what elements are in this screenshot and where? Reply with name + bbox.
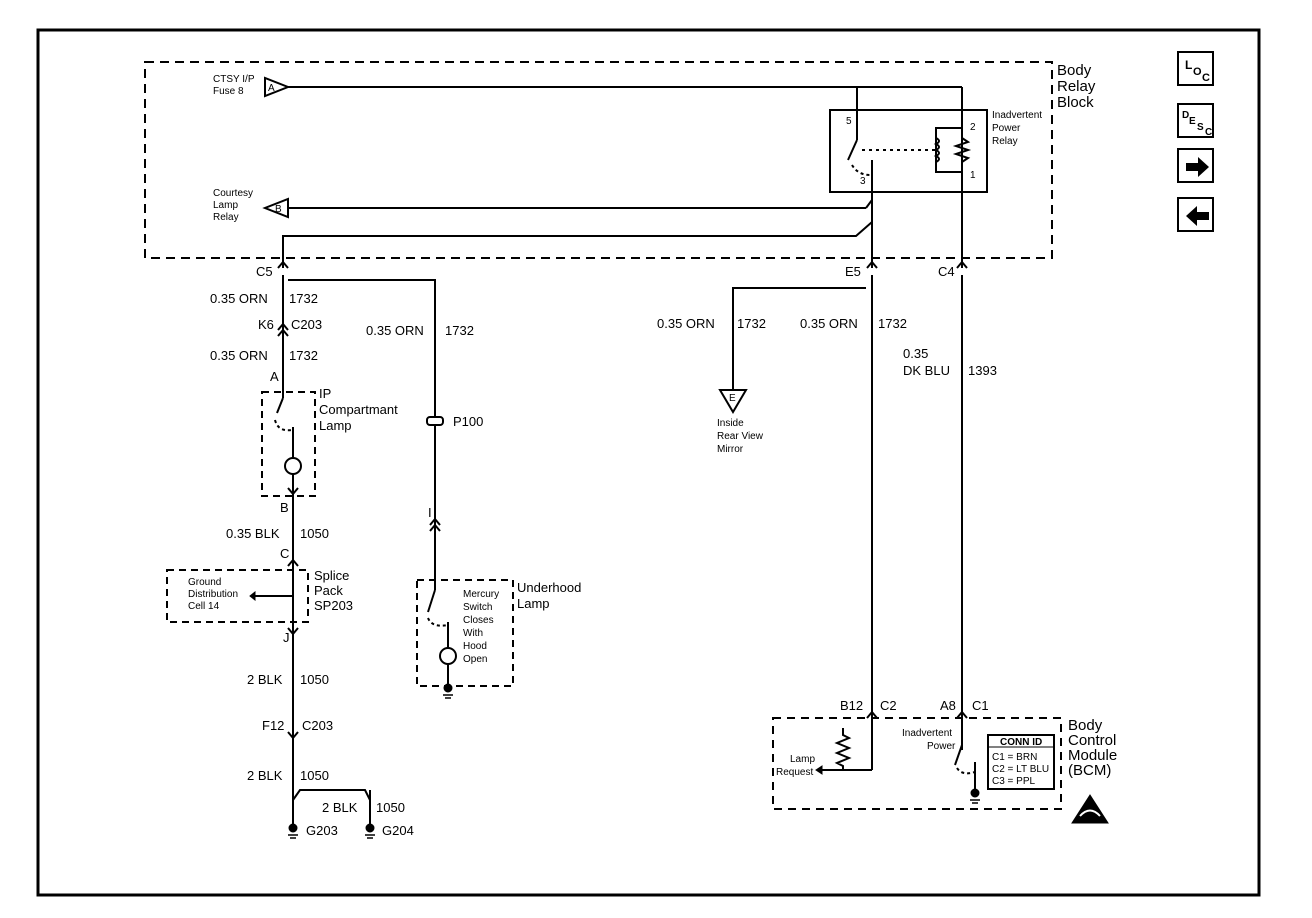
connector-a8: A8 bbox=[940, 698, 956, 713]
connector-c: C bbox=[280, 546, 289, 561]
p100-label: P100 bbox=[453, 414, 483, 429]
connector-e5: E5 bbox=[845, 264, 861, 279]
fuse-connector-label: A bbox=[268, 83, 275, 94]
desc-letter-s: S bbox=[1197, 122, 1204, 133]
body-relay-block-box bbox=[144, 61, 1053, 259]
splice-pack-box bbox=[166, 569, 309, 623]
courtesy-relay-connector-symbol bbox=[262, 197, 289, 219]
wire-10-number: 1050 bbox=[376, 800, 405, 815]
connector-j: J bbox=[283, 630, 290, 645]
inadvertent-relay-box bbox=[829, 109, 988, 193]
conn-id-row-3: C3 = PPL bbox=[992, 776, 1036, 787]
wire-5-gauge: 0.35 ORN bbox=[800, 316, 858, 331]
desc-letter-e: E bbox=[1189, 116, 1196, 127]
mirror-connector-symbol bbox=[718, 389, 748, 414]
connector-i: I bbox=[428, 505, 432, 520]
connector-c203-top: C203 bbox=[291, 317, 322, 332]
wire-8-gauge: 2 BLK bbox=[247, 672, 283, 687]
description-button[interactable]: D E S C bbox=[1177, 103, 1214, 138]
wire-2-number: 1732 bbox=[289, 348, 318, 363]
relay-pin-3: 3 bbox=[860, 176, 866, 187]
wire-1-number: 1732 bbox=[289, 291, 318, 306]
connector-a: A bbox=[270, 369, 279, 384]
ip-lamp-box bbox=[261, 391, 316, 497]
p100-symbol bbox=[426, 416, 444, 426]
connector-c5: C5 bbox=[256, 264, 273, 279]
connector-k6: K6 bbox=[258, 317, 274, 332]
diagram-frame bbox=[36, 28, 1261, 897]
loc-letter-c: C bbox=[1202, 72, 1210, 84]
loc-letter-l: L bbox=[1185, 58, 1192, 72]
wire-9-gauge: 2 BLK bbox=[247, 768, 283, 783]
arrow-left-icon bbox=[1186, 206, 1209, 226]
conn-id-row-2: C2 = LT BLU bbox=[992, 764, 1049, 775]
location-button[interactable]: L O C bbox=[1177, 51, 1214, 86]
connector-b: B bbox=[280, 500, 289, 515]
wire-5-number: 1732 bbox=[878, 316, 907, 331]
wire-10-gauge: 2 BLK bbox=[322, 800, 358, 815]
bcm-box bbox=[772, 717, 1062, 810]
wire-8-number: 1050 bbox=[300, 672, 329, 687]
ground-g204: G204 bbox=[382, 823, 414, 838]
next-page-button[interactable] bbox=[1177, 148, 1214, 183]
loc-letter-o: O bbox=[1193, 66, 1202, 78]
wire-1-gauge: 0.35 ORN bbox=[210, 291, 268, 306]
wire-4-number: 1732 bbox=[737, 316, 766, 331]
wire-4-gauge: 0.35 ORN bbox=[657, 316, 715, 331]
wire-2-gauge: 0.35 ORN bbox=[210, 348, 268, 363]
mirror-connector-label: E bbox=[729, 393, 736, 404]
conn-id-box bbox=[987, 734, 1055, 790]
wire-7-gauge: 0.35 BLK bbox=[226, 526, 280, 541]
connector-c203-bottom: C203 bbox=[302, 718, 333, 733]
connector-b12: B12 bbox=[840, 698, 863, 713]
wire-7-number: 1050 bbox=[300, 526, 329, 541]
desc-letter-c: C bbox=[1205, 127, 1212, 138]
previous-page-button[interactable] bbox=[1177, 197, 1214, 232]
arrow-right-icon bbox=[1186, 157, 1209, 177]
wire-3-number: 1732 bbox=[445, 323, 474, 338]
connector-f12: F12 bbox=[262, 718, 284, 733]
relay-pin-2: 2 bbox=[970, 122, 976, 133]
connector-c1: C1 bbox=[972, 698, 989, 713]
ground-g203: G203 bbox=[306, 823, 338, 838]
connector-c4: C4 bbox=[938, 264, 955, 279]
underhood-lamp-box bbox=[416, 579, 514, 687]
conn-id-row-1: C1 = BRN bbox=[992, 752, 1037, 763]
wire-6-number: 1393 bbox=[968, 363, 997, 378]
desc-letter-d: D bbox=[1182, 110, 1189, 121]
wire-3-gauge: 0.35 ORN bbox=[366, 323, 424, 338]
esd-warning-icon bbox=[1071, 794, 1109, 824]
wire-9-number: 1050 bbox=[300, 768, 329, 783]
courtesy-relay-connector-label: B bbox=[275, 204, 282, 215]
relay-pin-1: 1 bbox=[970, 170, 976, 181]
conn-id-title: CONN ID bbox=[1000, 737, 1042, 748]
relay-pin-5: 5 bbox=[846, 116, 852, 127]
fuse-connector-symbol bbox=[264, 76, 291, 98]
connector-c2: C2 bbox=[880, 698, 897, 713]
